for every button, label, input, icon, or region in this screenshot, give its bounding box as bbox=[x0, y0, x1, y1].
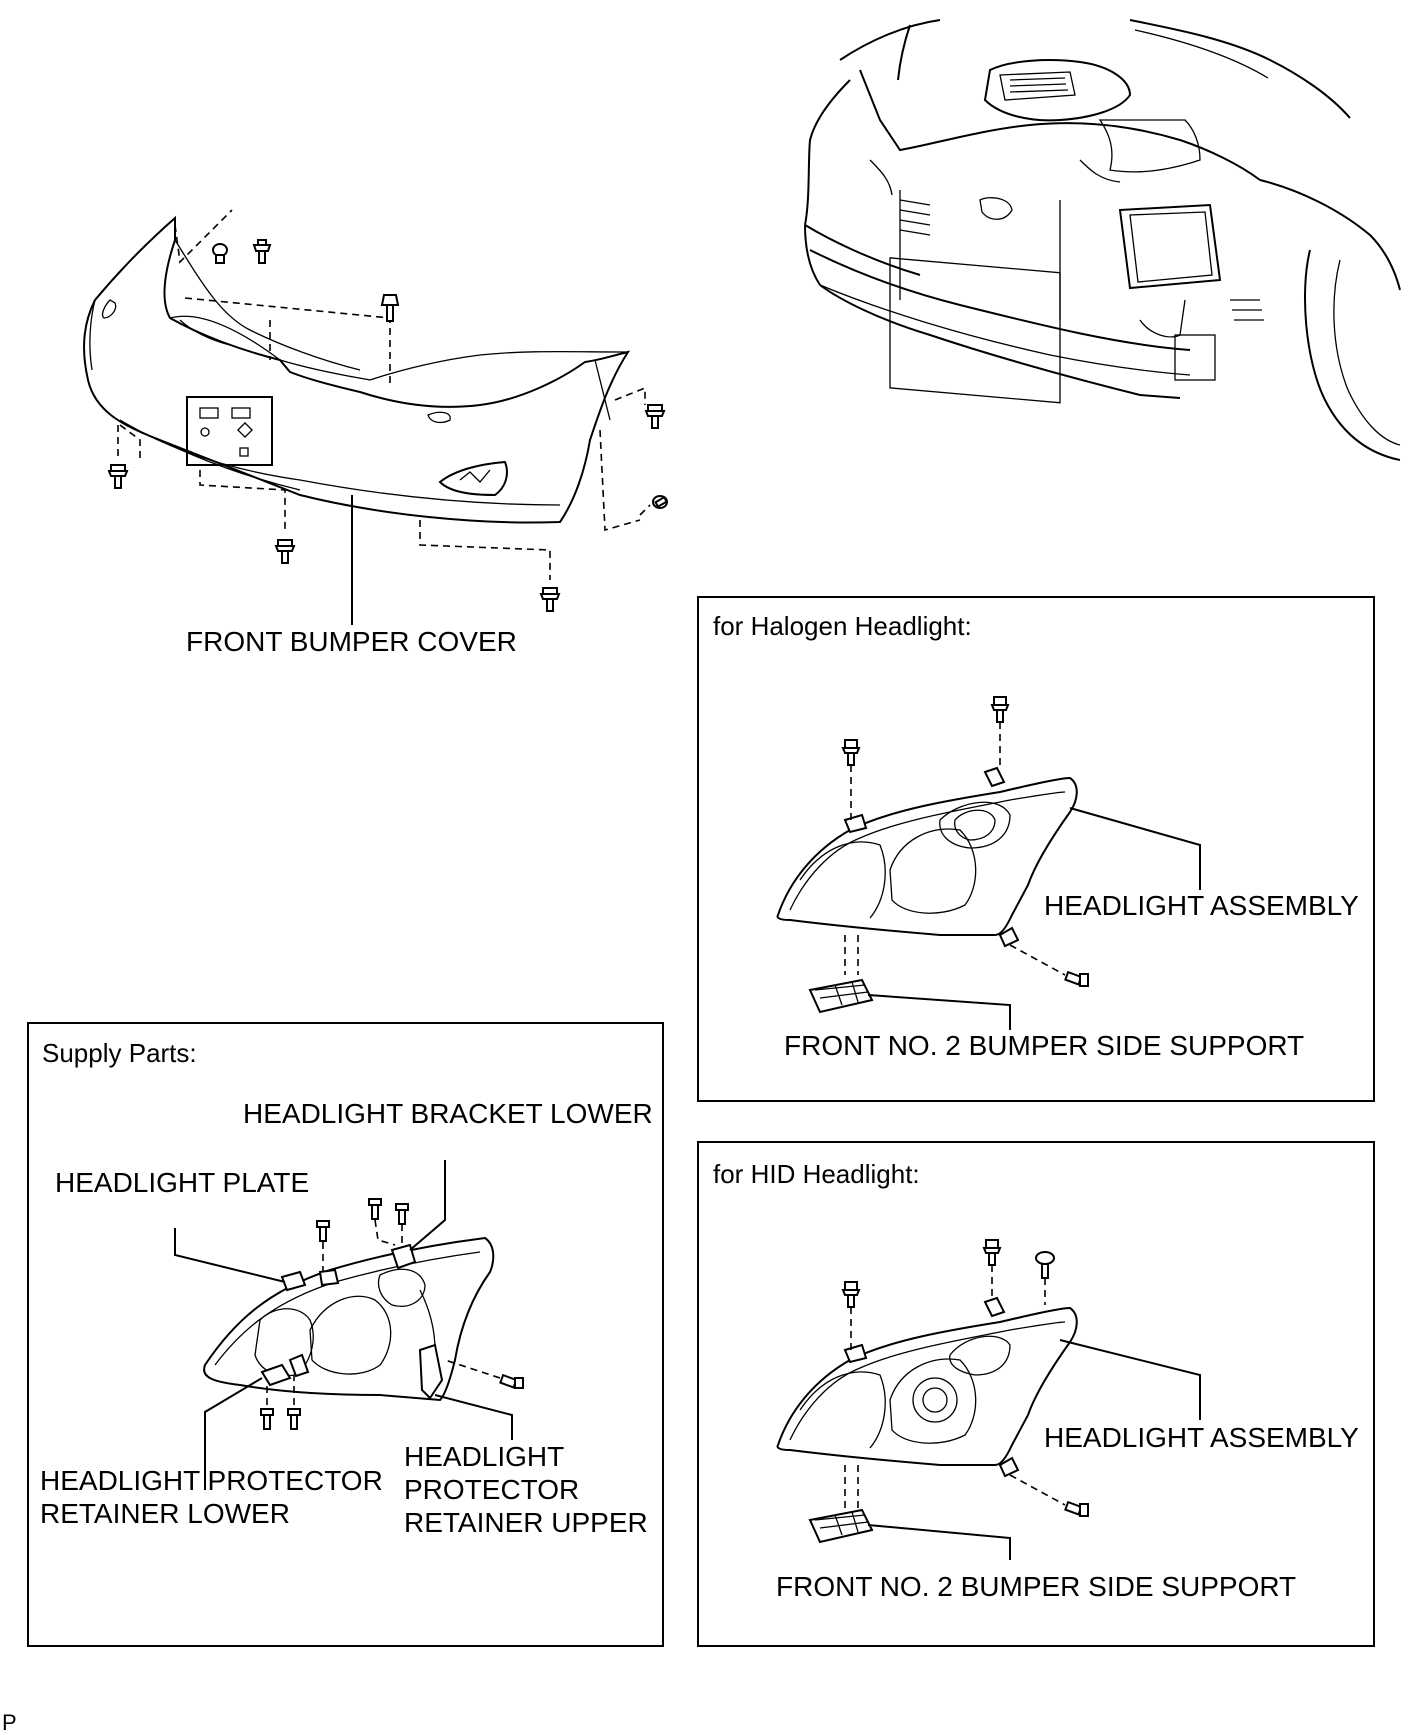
supply-parts-title: Supply Parts: bbox=[42, 1038, 197, 1068]
front-bumper-cover-drawing bbox=[83, 209, 669, 625]
headlight-protector-retainer-lower-label-line1: HEADLIGHT PROTECTOR bbox=[40, 1465, 383, 1496]
halogen-headlight-box bbox=[697, 596, 1375, 1102]
headlight-protector-retainer-upper-label-line3: RETAINER UPPER bbox=[404, 1507, 648, 1538]
headlight-bracket-lower-label: HEADLIGHT BRACKET LOWER bbox=[243, 1098, 653, 1129]
headlight-protector-retainer-upper-label-line2: PROTECTOR bbox=[404, 1474, 580, 1505]
hid-headlight-title: for HID Headlight: bbox=[713, 1159, 920, 1189]
hid-headlight-assembly-label: HEADLIGHT ASSEMBLY bbox=[1044, 1422, 1359, 1453]
corner-mark: P bbox=[2, 1710, 17, 1735]
bumper-fastener-group bbox=[107, 209, 669, 612]
halogen-headlight-assembly-label: HEADLIGHT ASSEMBLY bbox=[1044, 890, 1359, 921]
halogen-bumper-side-support-label: FRONT NO. 2 BUMPER SIDE SUPPORT bbox=[784, 1030, 1305, 1061]
hid-headlight-drawing bbox=[776, 1239, 1201, 1560]
hid-headlight-box bbox=[697, 1141, 1375, 1647]
halogen-headlight-drawing bbox=[776, 696, 1201, 1030]
halogen-headlight-title: for Halogen Headlight: bbox=[713, 611, 972, 641]
headlight-protector-retainer-lower-label-line2: RETAINER LOWER bbox=[40, 1498, 290, 1529]
headlight-plate-label: HEADLIGHT PLATE bbox=[55, 1167, 310, 1198]
hid-bumper-side-support-label: FRONT NO. 2 BUMPER SIDE SUPPORT bbox=[776, 1571, 1297, 1602]
vehicle-front-drawing bbox=[804, 19, 1401, 461]
front-bumper-cover-label: FRONT BUMPER COVER bbox=[186, 626, 517, 657]
headlight-protector-retainer-upper-label-line1: HEADLIGHT bbox=[404, 1441, 565, 1472]
supply-parts-box bbox=[27, 1022, 664, 1647]
supply-parts-headlight-drawing bbox=[174, 1160, 524, 1490]
